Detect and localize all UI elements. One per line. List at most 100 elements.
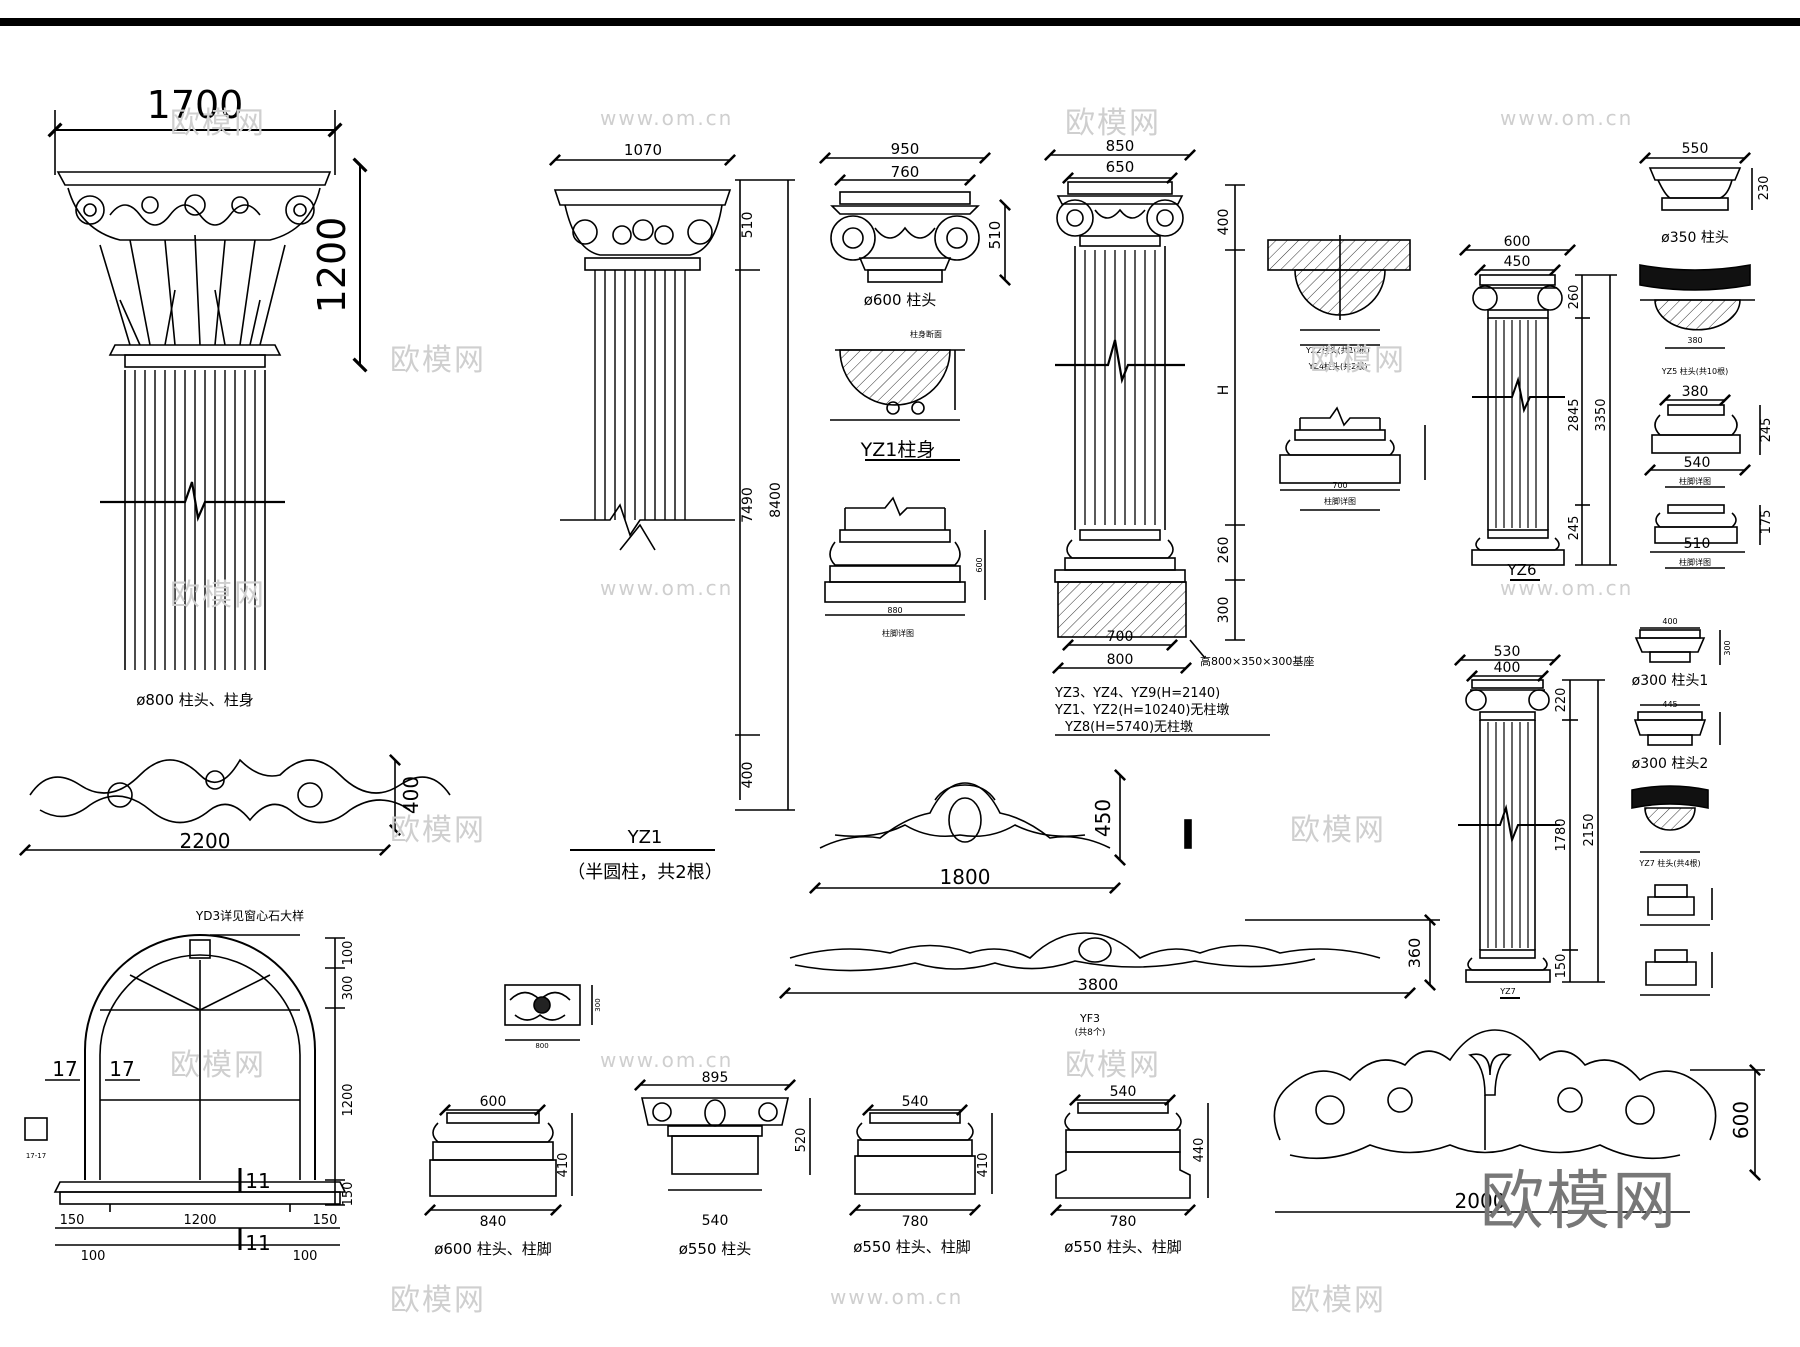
small-ornament-drawing bbox=[504, 984, 593, 1041]
base-780a-drawing bbox=[848, 1103, 993, 1217]
window-section-11b: 11 bbox=[245, 1231, 270, 1255]
frieze-2200-drawing bbox=[18, 753, 451, 857]
yz7-dim-base: 150 bbox=[1554, 954, 1569, 979]
window-drawing bbox=[24, 934, 347, 1250]
yz1-dim-base: 400 bbox=[740, 762, 756, 789]
column-main-dim-h: H bbox=[1216, 385, 1232, 396]
base-840-bottom: 840 bbox=[480, 1214, 507, 1230]
window-dim-100-left: 100 bbox=[81, 1249, 106, 1264]
window-dim-150-right: 150 bbox=[313, 1213, 338, 1228]
cap-895-height: 520 bbox=[794, 1128, 809, 1153]
column-main-note-2: YZ1、YZ2(H=10240)无柱墩 bbox=[1054, 703, 1229, 718]
cap-895-bottom: 540 bbox=[702, 1213, 729, 1229]
watermark: 欧模网 bbox=[170, 106, 266, 141]
yz1-shaft-caption: YZ1柱身 bbox=[860, 439, 936, 461]
base-540-dim-h: 245 bbox=[1759, 418, 1774, 443]
base-510-caption: 柱脚详图 bbox=[1679, 557, 1711, 567]
yz6-dim-base: 245 bbox=[1567, 516, 1582, 541]
base-780b-caption: ø550 柱头、柱脚 bbox=[1064, 1238, 1182, 1256]
capital-350-drawing bbox=[1638, 151, 1755, 349]
yz7-dim-inner: 400 bbox=[1494, 660, 1521, 676]
base-780a-bottom: 780 bbox=[902, 1214, 929, 1230]
capital-350-caption: ø350 柱头 bbox=[1661, 230, 1729, 246]
column-main-dim-cap: 400 bbox=[1216, 209, 1232, 236]
base-840-caption: ø600 柱头、柱脚 bbox=[434, 1240, 552, 1258]
keystone-450-drawing bbox=[808, 768, 1192, 895]
capital-350-dim-height: 230 bbox=[1757, 176, 1772, 201]
base-880-dim-width: 880 bbox=[887, 606, 902, 615]
watermark-large: 欧模网 bbox=[1480, 1165, 1678, 1239]
base-780b-height: 440 bbox=[1192, 1138, 1207, 1163]
cap-895-top: 895 bbox=[702, 1070, 729, 1086]
yz7-dim-total: 2150 bbox=[1582, 813, 1597, 846]
base-880-dim-height: 600 bbox=[975, 557, 984, 572]
capital-800-dim-height: 1200 bbox=[310, 217, 354, 314]
yz7-title: YZ7 bbox=[1499, 987, 1515, 996]
column-main-dim-inner: 650 bbox=[1106, 158, 1135, 176]
column-main-plinth-note: 高800×350×300基座 bbox=[1200, 654, 1314, 668]
yz1-dim-cap: 510 bbox=[740, 212, 756, 239]
column-main-dim-outer: 850 bbox=[1106, 137, 1135, 155]
column-main-dim-w1: 700 bbox=[1107, 629, 1134, 645]
window-side-note: 17-17 bbox=[26, 1152, 46, 1160]
base-880-caption: 柱脚详图 bbox=[882, 628, 914, 638]
base-780b-drawing bbox=[1049, 1093, 1209, 1217]
yz1-subtitle: （半圆柱，共2根） bbox=[567, 862, 722, 883]
capital-800-caption: ø800 柱头、柱身 bbox=[136, 691, 254, 709]
window-dim-1200h: 1200 bbox=[341, 1083, 356, 1116]
capital-600-drawing bbox=[818, 151, 1012, 287]
yz1-title: YZ1 bbox=[627, 827, 663, 848]
yz6-dim-outer: 600 bbox=[1504, 234, 1531, 250]
big-ornament-drawing bbox=[1273, 1029, 1765, 1213]
window-dim-150h: 150 bbox=[341, 1182, 356, 1207]
capital-300-caption-2: ø300 柱头2 bbox=[1632, 756, 1709, 772]
yf3-dim-width: 3800 bbox=[1078, 975, 1119, 994]
yz2-base-caption: 柱脚详图 bbox=[1324, 496, 1356, 506]
window-section-11a: 11 bbox=[245, 1169, 270, 1193]
base-540-caption: 柱脚详图 bbox=[1679, 476, 1711, 486]
frieze-2200-dim-width: 2200 bbox=[180, 829, 231, 853]
watermark: 欧模网 bbox=[390, 813, 486, 848]
yz1-dim-shaft: 7490 bbox=[740, 487, 756, 523]
column-main-dim-b2: 300 bbox=[1216, 597, 1232, 624]
base-510-dim-h: 175 bbox=[1759, 510, 1774, 535]
capital-300-h1: 300 bbox=[1723, 640, 1732, 655]
window-dim-150-left: 150 bbox=[60, 1213, 85, 1228]
capital-300-dim-2: 445 bbox=[1662, 700, 1677, 709]
window-dim-1200: 1200 bbox=[183, 1213, 216, 1228]
sheet-top-border bbox=[0, 18, 1800, 26]
base-840-height: 410 bbox=[556, 1153, 571, 1178]
capital-300-dim-1: 400 bbox=[1662, 617, 1677, 626]
yz1-shaft-section bbox=[830, 349, 965, 461]
base-510-dim-w: 510 bbox=[1684, 536, 1711, 552]
frieze-2200-dim-height: 400 bbox=[399, 776, 423, 814]
watermark: 欧模网 bbox=[390, 1283, 486, 1318]
small-ornament-h: 300 bbox=[594, 998, 602, 1011]
yz6-drawing bbox=[1458, 243, 1617, 581]
capital-600-caption: ø600 柱头 bbox=[864, 291, 937, 309]
base-780a-height: 410 bbox=[976, 1153, 991, 1178]
base-780a-top: 540 bbox=[902, 1094, 929, 1110]
base-540-dim-w1: 380 bbox=[1682, 384, 1709, 400]
watermark: 欧模网 bbox=[1290, 813, 1386, 848]
yz7-dim-cap: 220 bbox=[1554, 688, 1569, 713]
big-ornament-w: 2000 bbox=[1455, 1189, 1506, 1213]
watermark: 欧模网 bbox=[390, 343, 486, 378]
yf3-title: YF3 bbox=[1079, 1012, 1100, 1025]
yz6-dim-inner: 450 bbox=[1504, 254, 1531, 270]
base-840-top: 600 bbox=[480, 1094, 507, 1110]
window-dim-100: 100 bbox=[341, 941, 356, 966]
base-780a-caption: ø550 柱头、柱脚 bbox=[853, 1238, 971, 1256]
capital-800-dim-width: 1700 bbox=[147, 83, 244, 127]
yz7-dim-outer: 530 bbox=[1494, 644, 1521, 660]
yz2-caption-1: YZ2柱头(共10根) bbox=[1305, 345, 1370, 355]
watermark: 欧模网 bbox=[1310, 343, 1406, 378]
yf3-drawing bbox=[778, 913, 1440, 1000]
watermark: 欧模网 bbox=[170, 1048, 266, 1083]
watermark-url: www.om.cn bbox=[1500, 106, 1634, 130]
column-main-drawing bbox=[1043, 148, 1270, 736]
window-section-17a: 17 bbox=[52, 1057, 77, 1081]
column-main-note-3: YZ8(H=5740)无柱墩 bbox=[1064, 720, 1193, 735]
capital-300-sect-caption: YZ7 柱头(共4根) bbox=[1638, 858, 1700, 868]
